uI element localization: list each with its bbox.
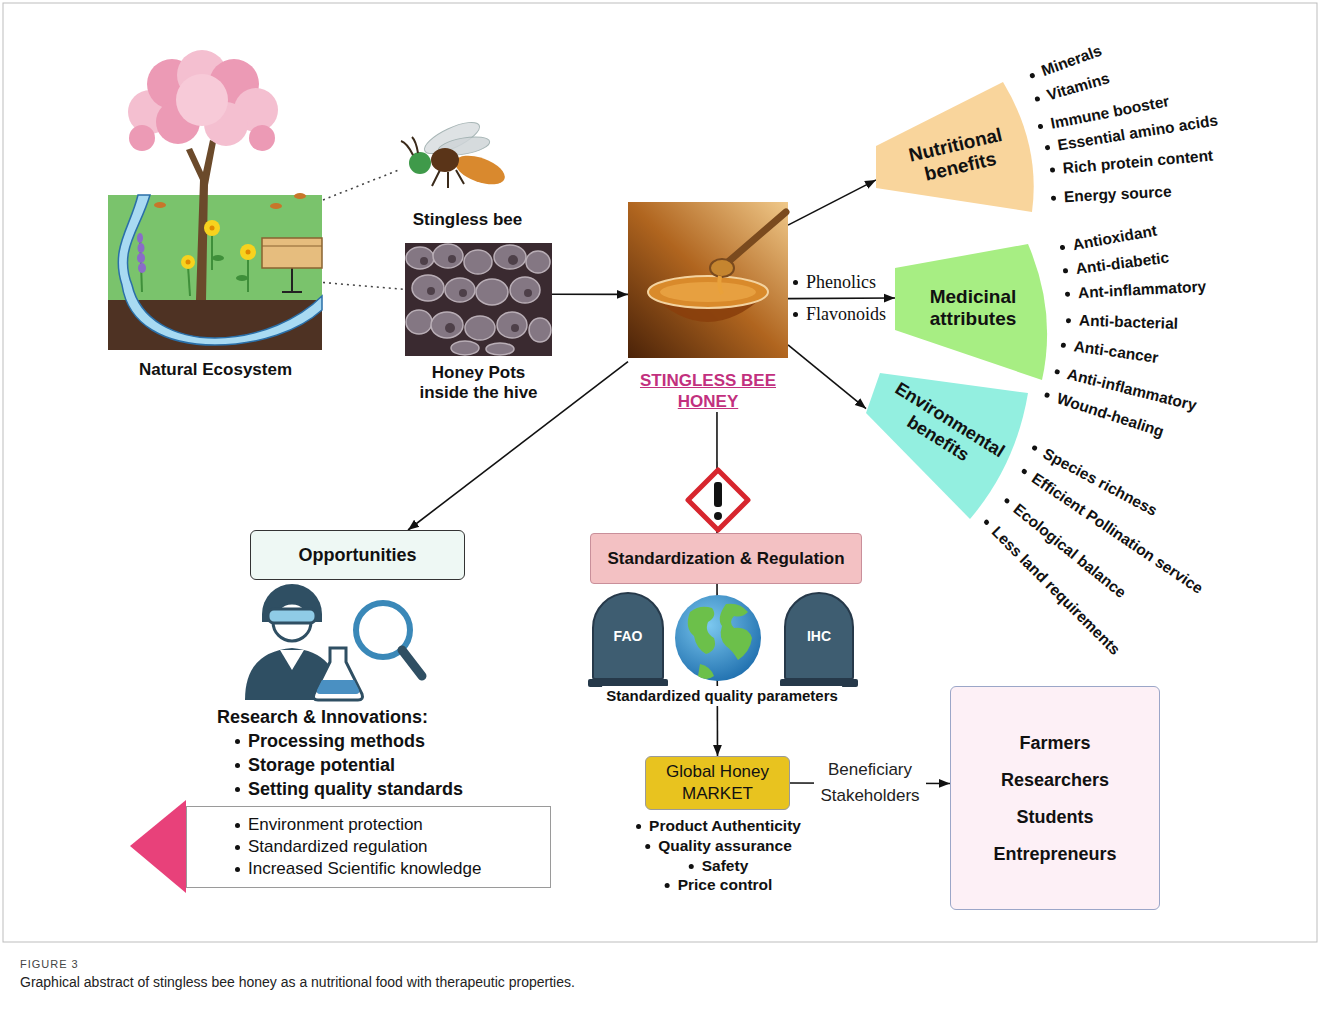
ecosystem-illustration <box>108 50 322 350</box>
text-label: Anti-cancer <box>1057 334 1160 368</box>
text-label: Setting quality standards <box>232 779 463 799</box>
flow-arrow <box>788 297 895 299</box>
node-text: STINGLESS BEE HONEY <box>633 370 783 412</box>
node-text: Researchers <box>1001 769 1109 791</box>
text-label: Anti-bacterial <box>1063 310 1179 334</box>
node-text: Natural Ecosystem <box>111 360 321 380</box>
node-text: Stingless bee <box>403 210 533 230</box>
text-label: Processing methods <box>232 731 425 751</box>
node-text: Opportunities <box>299 544 417 566</box>
text-label: Storage potential <box>232 755 395 775</box>
node-text: Medicinal attributes <box>916 286 1031 330</box>
bee-picture: Stingless bee <box>400 120 535 230</box>
node-text: Increased Scientific knowledge <box>232 858 481 880</box>
ecosystem-illustration: Natural Ecosystem <box>108 55 323 380</box>
honey-photo <box>628 202 788 358</box>
node-text: IHC <box>807 628 831 644</box>
honey-photo: STINGLESS BEE HONEY <box>628 202 788 412</box>
flow-arrow <box>552 293 628 295</box>
node-text: FAO <box>614 628 643 644</box>
agency-stone: IHC <box>784 592 854 680</box>
flow-arrow <box>788 345 866 409</box>
warning-sign <box>688 470 748 530</box>
pointer-triangle <box>130 800 186 893</box>
benefit-fan: Medicinal attributes <box>895 242 1057 382</box>
benefit-fan: Nutritional benefits <box>876 80 1041 215</box>
node-text: Standardized regulation <box>232 836 428 858</box>
text-label: Standardized quality parameters <box>602 686 842 706</box>
market-box: Global Honey MARKET <box>645 756 790 810</box>
node-text: Honey Pots inside the hive <box>411 363 546 403</box>
text-label: FIGURE 3 <box>20 954 79 974</box>
dotted-link <box>323 283 405 290</box>
node-text: Entrepreneurs <box>993 843 1116 865</box>
node-text: Farmers <box>1019 732 1090 754</box>
text-label: Quality assurance <box>642 836 792 856</box>
bee-picture <box>401 116 509 190</box>
node-text: Students <box>1016 806 1093 828</box>
text-label: Price control <box>662 875 773 895</box>
text-label: Ant-inflammatory <box>1061 276 1206 304</box>
node-text: Standardization & Regulation <box>607 548 844 570</box>
fan-shape <box>876 82 1034 212</box>
flow-arrow <box>788 180 876 225</box>
scientist-icon <box>245 584 422 700</box>
honey-pot-photo <box>405 243 552 356</box>
node-text: Global Honey MARKET <box>658 761 778 805</box>
text-label: Flavonoids <box>790 304 886 324</box>
note-box: Environment protectionStandardized regul… <box>186 806 551 888</box>
section-box: Opportunities <box>250 530 465 580</box>
figure-frame <box>3 3 1317 942</box>
text-label: Safety <box>686 856 749 876</box>
globe-icon <box>675 595 761 681</box>
fan-shape <box>895 244 1047 380</box>
figure-caption: Graphical abstract of stingless bee hone… <box>20 972 575 992</box>
dotted-link <box>323 170 400 200</box>
section-box: Standardization & Regulation <box>590 533 862 584</box>
flow-arrow <box>408 362 628 530</box>
agency-stone: FAO <box>592 592 664 680</box>
edge-label: Beneficiary Stakeholders <box>814 757 926 809</box>
honey-pot-photo: Honey Pots inside the hive <box>405 243 552 403</box>
text-label: Energy source <box>1047 182 1172 208</box>
text-label: Phenolics <box>790 272 876 292</box>
text-label: Product Authenticity <box>633 816 801 836</box>
node-text: Environment protection <box>232 814 423 836</box>
text-label: Research & Innovations: <box>217 707 428 727</box>
stakeholder-box: FarmersResearchersStudentsEntrepreneurs <box>950 686 1160 910</box>
